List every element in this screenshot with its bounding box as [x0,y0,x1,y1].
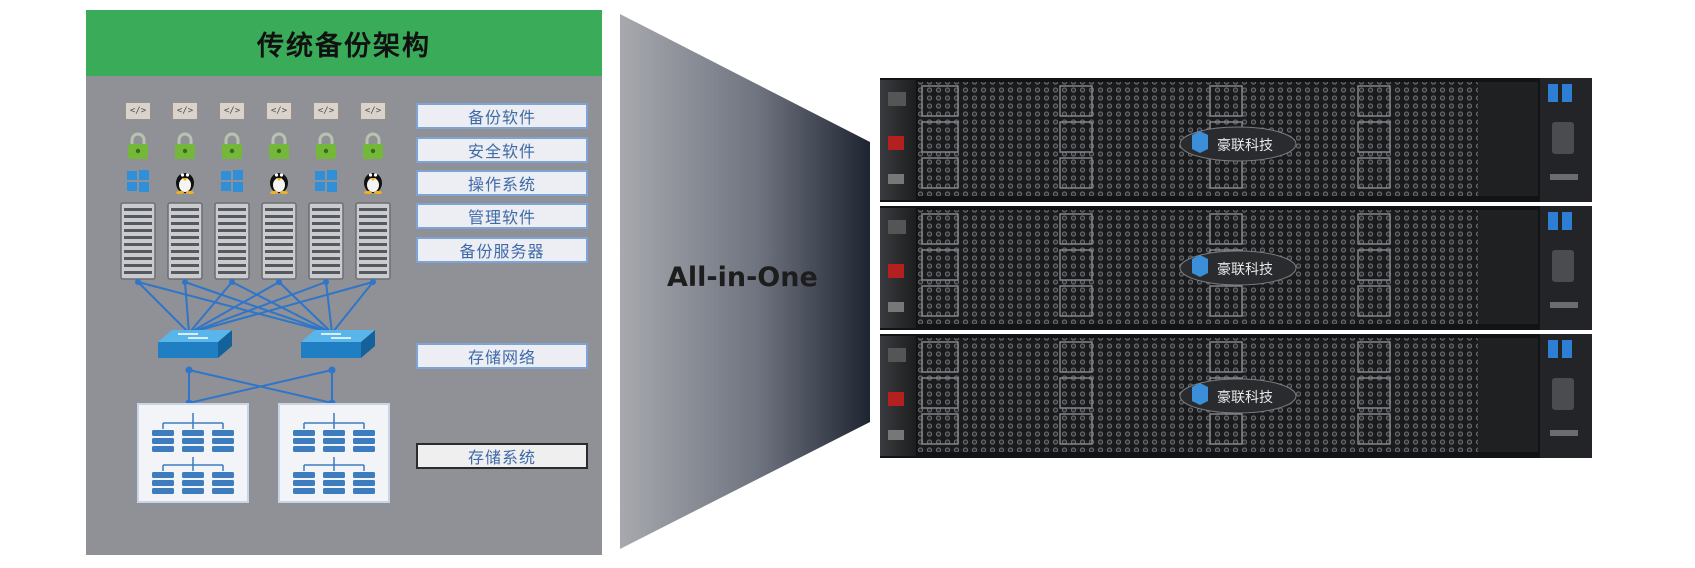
code-icon: </> [172,102,198,120]
disk-array-icon [293,413,375,494]
windows-icon [221,170,243,192]
link-dot [135,279,141,285]
linux-penguin-icon [364,173,382,194]
brand-badge: 豪联科技 [1179,378,1297,414]
code-icon: </> [219,102,245,120]
linux-penguin-icon [270,173,288,194]
transition-trapezoid [620,14,870,549]
link-line [137,281,333,334]
traditional-architecture-panel: 传统备份架构 </> [86,10,602,555]
link-line [325,281,333,334]
disk-array-icon [152,413,234,494]
backup-server-icon [214,202,250,280]
link-dot [370,279,376,285]
panel-header: 传统备份架构 [86,10,602,76]
panel-title: 传统备份架构 [257,30,431,62]
link-dot [229,279,235,285]
network-links [137,281,374,404]
link-dot [323,279,329,285]
code-icon: </> [360,102,386,120]
server-unit: 豪联科技 [880,334,1592,458]
code-icon: </> [313,102,339,120]
link-line [188,369,333,404]
lock-icon [269,132,289,159]
network-topology [135,279,376,407]
link-line [278,281,333,334]
layer-label-security-software: 安全软件 [416,137,588,163]
lock-icon [175,132,195,159]
network-switch-icon [301,330,375,358]
backup-server-icon [261,202,297,280]
brand-badge: 豪联科技 [1179,126,1297,162]
link-dot [182,279,188,285]
link-line [184,281,190,334]
lock-icon [363,132,383,159]
layer-label-backup-server: 备份服务器 [416,237,588,263]
link-line [231,281,333,334]
logo-hexagon-icon [1192,383,1208,405]
link-dots [135,279,376,407]
layer-label-management-software: 管理软件 [416,203,588,229]
lock-icon [316,132,336,159]
link-dot [276,279,282,285]
layer-label-storage-network: 存储网络 [416,343,588,369]
storage-array [278,403,390,503]
code-icon: </> [125,102,151,120]
link-line [188,281,233,334]
brand-name: 豪联科技 [1217,262,1273,278]
storage-array [137,403,249,503]
logo-hexagon-icon [1192,255,1208,277]
lock-icon [222,132,242,159]
link-line [331,281,374,334]
backup-server-icon [120,202,156,280]
all-in-one-server-rack: 豪联科技 豪联科技 [880,78,1592,458]
logo-hexagon-icon [1192,131,1208,153]
windows-icon [315,170,337,192]
brand-name: 豪联科技 [1217,138,1273,154]
server-unit: 豪联科技 [880,78,1592,202]
layer-label-storage-system: 存储系统 [416,443,588,469]
all-in-one-label: All-in-One [667,262,818,293]
code-icon: </> [266,102,292,120]
link-line [137,281,190,334]
link-line [184,281,333,334]
network-switch-icon [158,330,232,358]
layer-label-operating-system: 操作系统 [416,170,588,196]
linux-penguin-icon [176,173,194,194]
backup-server-icon [308,202,344,280]
backup-server-icon [167,202,203,280]
windows-icon [127,170,149,192]
layer-label-backup-software: 备份软件 [416,103,588,129]
link-dot [185,366,193,374]
lock-icon [128,132,148,159]
link-dot [328,366,336,374]
server-unit: 豪联科技 [880,206,1592,330]
brand-name: 豪联科技 [1217,390,1273,406]
brand-badge: 豪联科技 [1179,250,1297,286]
